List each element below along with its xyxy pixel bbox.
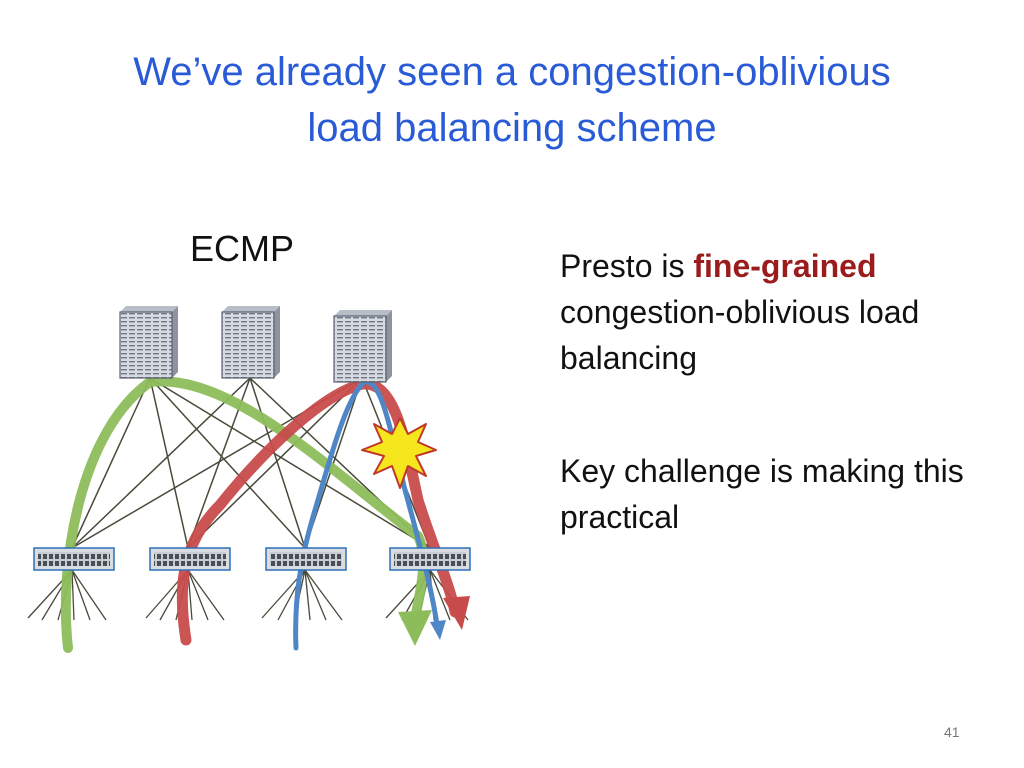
bullet-presto-fine-grained: Presto is fine-grained congestion-oblivi… <box>560 243 1000 381</box>
bullet-1-prefix: Presto is <box>560 248 694 284</box>
page-number: 41 <box>944 724 960 740</box>
core-switch <box>333 310 392 383</box>
title-line-1: We’ve already seen a congestion-obliviou… <box>133 50 891 94</box>
core-switch <box>119 306 178 379</box>
edge-switch <box>33 547 115 571</box>
edge-switch <box>149 547 231 571</box>
diagram-label: ECMP <box>190 228 295 269</box>
edge-switch <box>389 547 471 571</box>
collision-star-icon <box>361 417 437 489</box>
flow-blue-arrowhead <box>430 620 446 640</box>
title-line-2: load balancing scheme <box>307 106 717 150</box>
flow-green <box>60 376 429 653</box>
bullet-key-challenge: Key challenge is making this practical <box>560 453 964 535</box>
bullet-1-emphasis: fine-grained <box>693 248 877 284</box>
core-switch <box>221 306 280 379</box>
flow-red-arrowhead <box>443 596 470 630</box>
flow-green-arrowhead <box>398 610 432 646</box>
bullet-1-rest: congestion-oblivious load balancing <box>560 294 920 376</box>
slide-title: We’ve already seen a congestion-obliviou… <box>40 44 984 156</box>
edge-switch <box>265 547 347 571</box>
flow-red <box>176 378 461 646</box>
ecmp-topology-diagram <box>27 306 471 653</box>
